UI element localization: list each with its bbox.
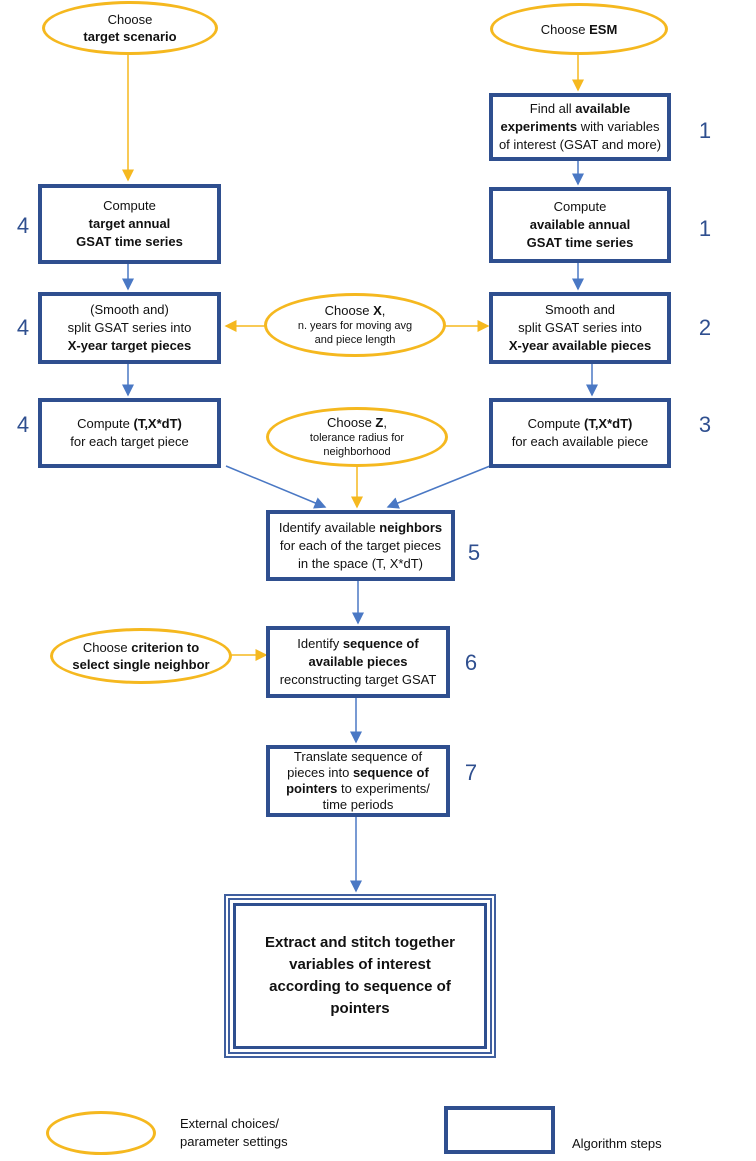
legend-step-box (444, 1106, 555, 1154)
arrow-target-compute-to-neighbors (225, 465, 327, 509)
choose-criterion: Choose criterion to select single neighbo… (50, 628, 232, 684)
step-number: 3 (698, 412, 712, 437)
choice-desc-2: neighborhood (323, 445, 391, 458)
choose-target-scenario: Choose target scenario (42, 1, 218, 55)
choice-desc-1: n. years for moving avg (297, 319, 413, 332)
choice-desc-2: and piece length (314, 333, 396, 346)
choice-value-1: criterion to (131, 640, 200, 655)
step-number: 6 (464, 650, 478, 675)
choice-label: Choose (107, 12, 153, 27)
step-number: 4 (16, 412, 30, 437)
choice-value: ESM (589, 21, 618, 37)
choice-value: target scenario (83, 29, 177, 44)
choice-value-2: select single neighbor (72, 657, 210, 672)
step-available-compute: Compute (T,X*dT)for each available piece (489, 398, 671, 468)
choice-label: Choose (326, 414, 376, 430)
arrow-available-compute-to-neighbors (386, 465, 491, 509)
step-number: 1 (698, 216, 712, 241)
step-number: 4 (16, 213, 30, 238)
step-number: 2 (698, 315, 712, 340)
choice-value: X (373, 302, 382, 318)
step-target-compute: Compute (T,X*dT)for each target piece (38, 398, 221, 468)
legend-steps-label: Algorithm steps (572, 1136, 662, 1151)
legend-choices-label: External choices/parameter settings (180, 1116, 288, 1149)
step-number: 1 (698, 118, 712, 143)
step-number: 7 (464, 760, 478, 785)
choose-esm: Choose ESM (490, 3, 668, 55)
step-number: 5 (467, 540, 481, 565)
choice-desc-1: tolerance radius for (309, 431, 405, 444)
choice-label: Choose (540, 21, 590, 37)
choice-value: Z (375, 414, 384, 430)
choice-label: Choose (82, 640, 132, 655)
choice-label: Choose (324, 302, 374, 318)
legend-choice-ellipse (46, 1111, 156, 1155)
step-number: 4 (16, 315, 30, 340)
